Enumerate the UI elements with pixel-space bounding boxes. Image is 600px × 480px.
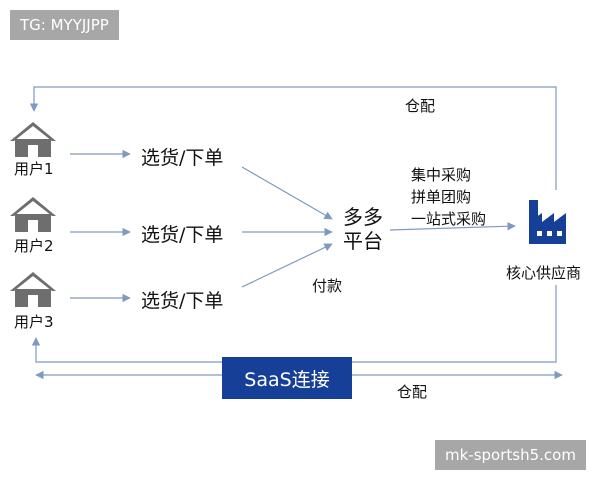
platform-label: 多多 平台 [343, 205, 383, 253]
watermark-bottom: mk-sportsh5.com [435, 440, 586, 470]
arrow-delivery-bottom [31, 285, 557, 363]
platform-line-1: 多多 [343, 205, 383, 229]
house-icon [10, 122, 56, 157]
supplier-label: 核心供应商 [506, 264, 582, 282]
arrow-platform-supplier [389, 222, 516, 231]
arrow-step1-platform [241, 166, 333, 220]
step-label-3: 选货/下单 [141, 290, 224, 312]
step-label-1: 选货/下单 [141, 147, 224, 169]
watermark-top: TG: MYYJJPP [10, 10, 119, 40]
platform-line-2: 平台 [343, 229, 383, 253]
purchase-mode-3: 一站式采购 [411, 210, 487, 228]
purchase-mode-2: 拼单团购 [411, 188, 472, 206]
user-label-2: 用户2 [14, 237, 54, 255]
saas-connection-box: SaaS连接 [222, 357, 352, 399]
step-label-2: 选货/下单 [141, 224, 224, 246]
user-label-1: 用户1 [14, 160, 54, 178]
delivery-label-bottom: 仓配 [397, 383, 428, 401]
delivery-label-top: 仓配 [405, 97, 436, 115]
arrow-step3-platform [241, 243, 333, 288]
purchase-mode-1: 集中采购 [411, 166, 472, 184]
user-label-3: 用户3 [14, 313, 54, 331]
arrow-delivery-top [29, 86, 557, 190]
factory-icon [529, 200, 566, 244]
payment-label: 付款 [312, 277, 343, 295]
house-icon [10, 272, 56, 307]
house-icon [10, 197, 56, 232]
